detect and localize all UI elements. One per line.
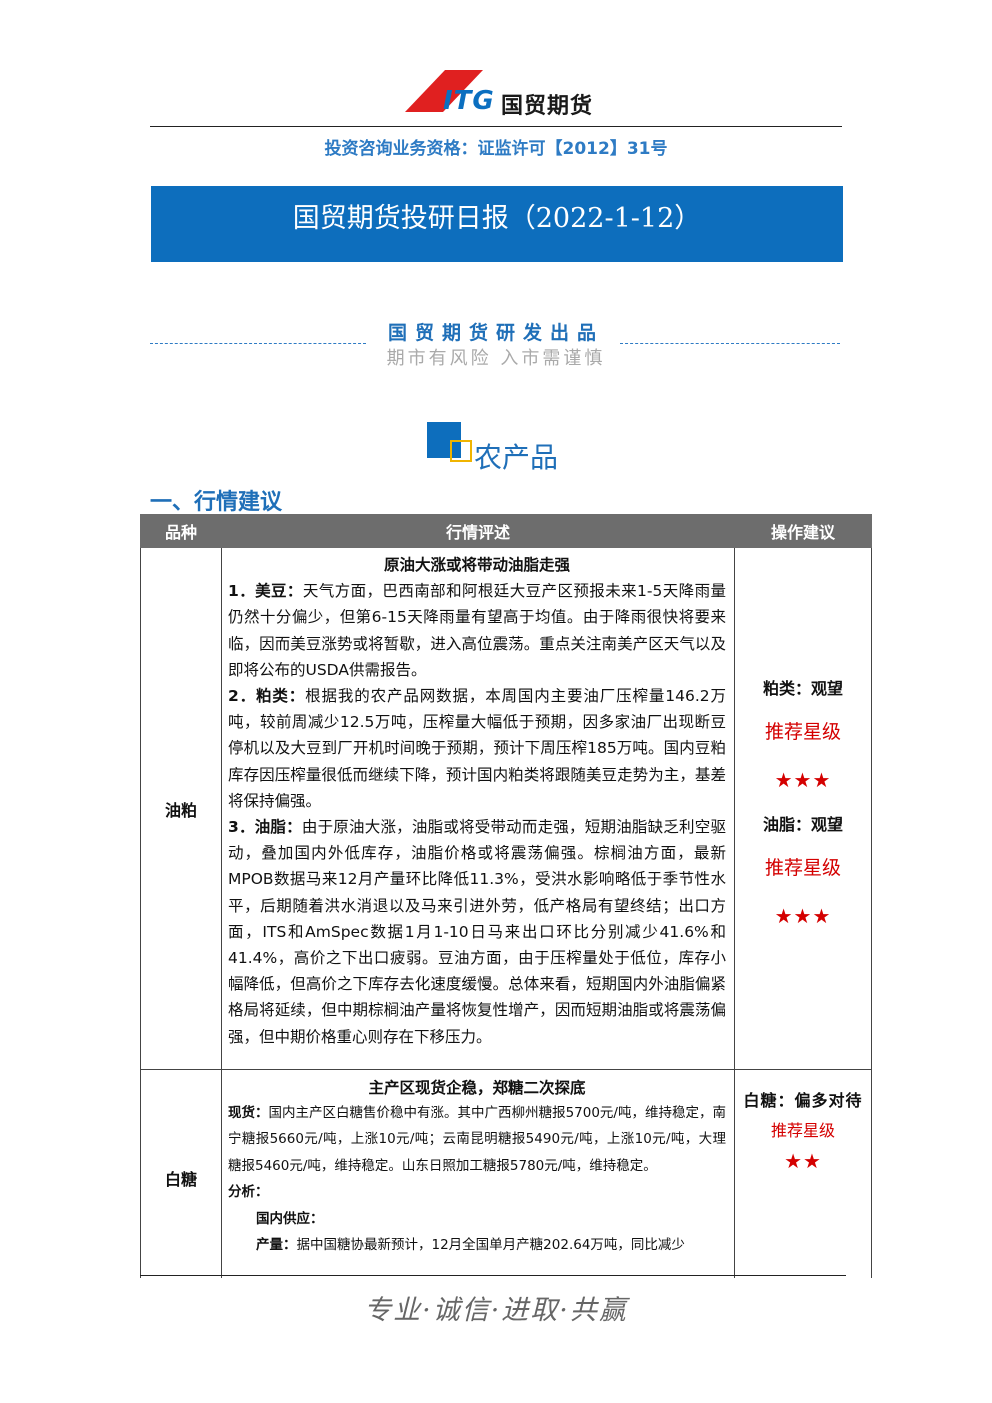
supply-label: 国内供应： xyxy=(256,1210,324,1227)
advice-cell: 白糖：偏多对待 推荐星级 ★★ xyxy=(734,1069,872,1278)
table-row: 白糖 主产区现货企稳，郑糖二次探底 现货：国内主产区白糖售价稳中有涨。其中广西柳… xyxy=(140,1069,872,1278)
advice-cell: 粕类：观望 推荐星级 ★★★ 油脂：观望 推荐星级 ★★★ xyxy=(734,547,872,1070)
recommend-rating-label: 推荐星级 xyxy=(770,1121,835,1140)
dashed-divider-right xyxy=(620,343,840,344)
logo-mark-icon xyxy=(405,70,483,112)
paragraph-label: 产量： xyxy=(256,1237,297,1254)
advice-label: 白糖：偏多对待 xyxy=(743,1091,863,1110)
report-title-banner: 国贸期货投研日报（2022-1-12） xyxy=(151,186,843,262)
review-cell: 原油大涨或将带动油脂走强 1．美豆：天气方面，巴西南部和阿根廷大豆产区预报未来1… xyxy=(221,547,735,1070)
footer-motto: 专业·诚信·进取·共赢 xyxy=(364,1295,628,1326)
logo-itg-text: ITG xyxy=(443,86,495,116)
paragraph-text: 天气方面，巴西南部和阿根廷大豆产区预报未来1-5天降雨量仍然十分偏少，但第6-1… xyxy=(228,582,726,679)
paragraph-oils: 3．油脂：由于原油大涨，油脂或将受带动而走强，短期油脂缺乏利空驱动，叠加国内外低… xyxy=(228,814,726,1050)
logo-brand-text: 国贸期货 xyxy=(501,94,594,119)
qualification-line: 投资咨询业务资格：证监许可【2012】31号 xyxy=(324,139,668,159)
advice-label: 油脂：观望 xyxy=(762,815,843,834)
paragraph-output: 产量：据中国糖协最新预计，12月全国单月产糖202.64万吨，同比减少 xyxy=(228,1232,726,1258)
recommend-rating-label: 推荐星级 xyxy=(764,857,841,879)
variety-cell: 白糖 xyxy=(140,1069,222,1278)
paragraph-text: 据中国糖协最新预计，12月全国单月产糖202.64万吨，同比减少 xyxy=(296,1237,685,1254)
paragraph-label: 3．油脂： xyxy=(228,818,302,837)
header-review: 行情评述 xyxy=(221,514,735,548)
produced-by: 国贸期货研发出品 xyxy=(387,322,604,344)
star-rating: ★★★ xyxy=(774,768,832,792)
paragraph-soybean: 1．美豆：天气方面，巴西南部和阿根廷大豆产区预报未来1-5天降雨量仍然十分偏少，… xyxy=(228,578,726,683)
risk-warning: 期市有风险 入市需谨慎 xyxy=(386,348,606,369)
recommend-rating-label: 推荐星级 xyxy=(764,721,841,743)
subheading: 一、行情建议 xyxy=(150,490,283,515)
paragraph-label: 1．美豆： xyxy=(228,582,303,601)
advice-label: 粕类：观望 xyxy=(762,679,843,698)
star-rating: ★★ xyxy=(784,1149,822,1173)
variety-cell: 油粕 xyxy=(140,547,222,1070)
dashed-divider-left xyxy=(150,343,366,344)
paragraph-text: 由于原油大涨，油脂或将受带动而走强，短期油脂缺乏利空驱动，叠加国内外低库存，油脂… xyxy=(228,818,726,1046)
header-advice: 操作建议 xyxy=(734,514,872,548)
market-advice-table: 品种 行情评述 操作建议 油粕 原油大涨或将带动油脂走强 1．美豆：天气方面，巴… xyxy=(140,514,872,1278)
table-row: 油粕 原油大涨或将带动油脂走强 1．美豆：天气方面，巴西南部和阿根廷大豆产区预报… xyxy=(140,547,872,1070)
section-outline-square-icon xyxy=(450,440,472,462)
section-title: 农产品 xyxy=(474,441,559,474)
footer-rule xyxy=(140,1275,846,1276)
paragraph-text: 根据我的农产品网数据，本周国内主要油厂压榨量146.2万吨，较前周减少12.5万… xyxy=(228,687,726,810)
analysis-label: 分析： xyxy=(228,1184,269,1201)
row-headline: 主产区现货企稳，郑糖二次探底 xyxy=(368,1079,586,1097)
company-logo: ITG 国贸期货 xyxy=(405,70,595,119)
paragraph-meal: 2．粕类：根据我的农产品网数据，本周国内主要油厂压榨量146.2万吨，较前周减少… xyxy=(228,683,726,814)
paragraph-label: 现货： xyxy=(228,1105,269,1121)
header-rule xyxy=(150,126,842,127)
paragraph-label: 2．粕类： xyxy=(228,687,306,706)
star-rating: ★★★ xyxy=(774,904,832,928)
header-variety: 品种 xyxy=(140,514,222,548)
table-header-row: 品种 行情评述 操作建议 xyxy=(140,514,872,548)
review-cell: 主产区现货企稳，郑糖二次探底 现货：国内主产区白糖售价稳中有涨。其中广西柳州糖报… xyxy=(221,1069,735,1278)
paragraph-spot: 现货：国内主产区白糖售价稳中有涨。其中广西柳州糖报5700元/吨，维持稳定，南宁… xyxy=(228,1100,726,1179)
row-headline: 原油大涨或将带动油脂走强 xyxy=(383,556,570,574)
paragraph-text: 国内主产区白糖售价稳中有涨。其中广西柳州糖报5700元/吨，维持稳定，南宁糖报5… xyxy=(228,1105,727,1174)
